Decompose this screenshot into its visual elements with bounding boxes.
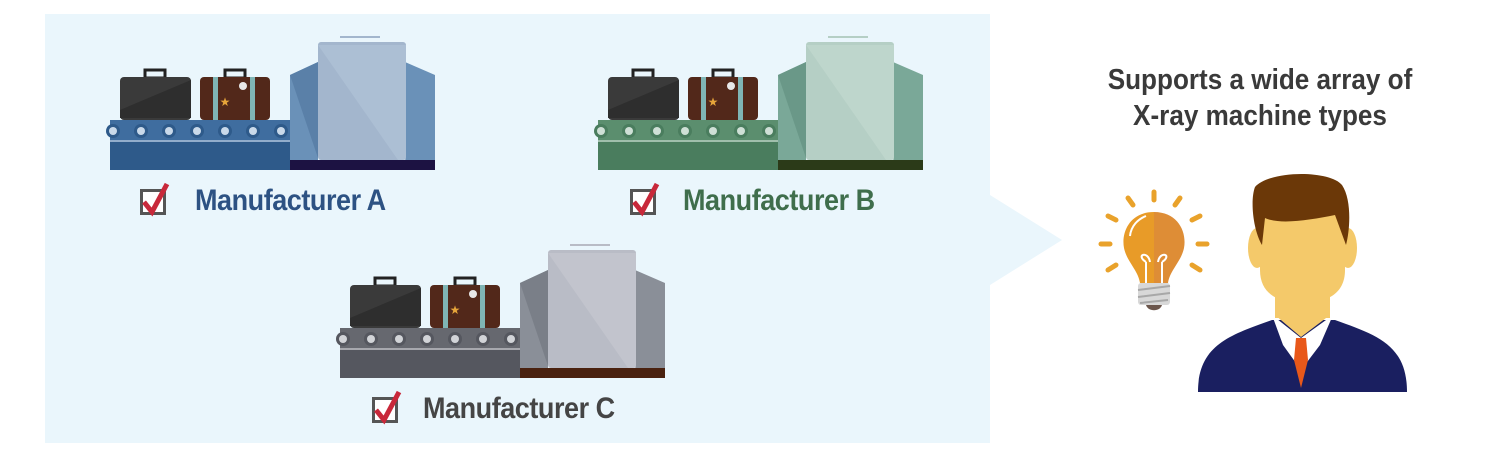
machine-highlight bbox=[806, 45, 894, 160]
roller bbox=[193, 127, 201, 135]
roller bbox=[709, 127, 717, 135]
machine-base bbox=[778, 160, 923, 170]
star-icon: ★ bbox=[450, 303, 461, 317]
suitcase-strap bbox=[701, 77, 706, 120]
suitcase-body bbox=[200, 77, 270, 120]
suitcase-strap bbox=[443, 285, 448, 328]
machine-side-shade bbox=[290, 62, 318, 158]
roller bbox=[625, 127, 633, 135]
roller bbox=[221, 127, 229, 135]
suitcase-icon bbox=[350, 276, 421, 328]
suitcase-icon bbox=[120, 68, 191, 120]
machine-side-shade bbox=[778, 62, 806, 158]
roller bbox=[451, 335, 459, 343]
machine-highlight bbox=[318, 45, 406, 160]
checkbox-checked-icon[interactable] bbox=[630, 182, 660, 217]
machine-side-shade bbox=[520, 270, 548, 366]
roller bbox=[339, 335, 347, 343]
xray-machine-icon: ★ bbox=[106, 36, 435, 170]
headline-line-1: Supports a wide array of bbox=[1107, 64, 1413, 96]
headline: Supports a wide array of X-ray machine t… bbox=[1080, 62, 1440, 134]
suitcase-icon: ★ bbox=[200, 68, 270, 120]
suitcase-icon bbox=[608, 68, 679, 120]
roller bbox=[765, 127, 773, 135]
roller bbox=[395, 335, 403, 343]
roller bbox=[653, 127, 661, 135]
roller bbox=[737, 127, 745, 135]
headline-line-2: X-ray machine types bbox=[1133, 100, 1387, 132]
machine-base bbox=[520, 368, 665, 378]
businessman-icon bbox=[1198, 173, 1407, 392]
xray-machine-icon: ★ bbox=[594, 36, 923, 170]
machine-side bbox=[635, 270, 665, 378]
suitcase-icon: ★ bbox=[430, 276, 500, 328]
roller bbox=[681, 127, 689, 135]
roller bbox=[597, 127, 605, 135]
suitcase-strap bbox=[213, 77, 218, 120]
lightbulb-icon bbox=[1098, 189, 1210, 311]
roller bbox=[479, 335, 487, 343]
roller bbox=[507, 335, 515, 343]
suitcase-sticker bbox=[727, 82, 735, 90]
roller bbox=[367, 335, 375, 343]
suitcase-body bbox=[430, 285, 500, 328]
xray-machine-icon: ★ bbox=[336, 244, 665, 378]
suitcase-icon: ★ bbox=[688, 68, 758, 120]
roller bbox=[249, 127, 257, 135]
conveyor-line bbox=[110, 140, 292, 142]
star-icon: ★ bbox=[708, 95, 719, 109]
roller bbox=[277, 127, 285, 135]
roller bbox=[423, 335, 431, 343]
machine-base bbox=[290, 160, 435, 170]
star-icon: ★ bbox=[220, 95, 231, 109]
suitcase-sticker bbox=[239, 82, 247, 90]
conveyor-line bbox=[340, 348, 522, 350]
roller bbox=[165, 127, 173, 135]
machine-side bbox=[893, 62, 923, 170]
checkbox-checked-icon[interactable] bbox=[140, 182, 170, 217]
machine-side bbox=[405, 62, 435, 170]
roller bbox=[137, 127, 145, 135]
suitcase-shade bbox=[608, 80, 679, 118]
machine-vent bbox=[570, 244, 610, 246]
machine-vent bbox=[828, 36, 868, 38]
manufacturer-b-label: Manufacturer B bbox=[683, 184, 875, 217]
suitcase-body bbox=[688, 77, 758, 120]
machine-highlight bbox=[548, 253, 636, 368]
suitcase-shade bbox=[120, 80, 191, 118]
suitcase-strap bbox=[250, 77, 255, 120]
manufacturer-a-label: Manufacturer A bbox=[195, 184, 386, 217]
conveyor-line bbox=[598, 140, 780, 142]
machine-vent bbox=[340, 36, 380, 38]
checkbox-checked-icon[interactable] bbox=[372, 390, 402, 425]
suitcase-strap bbox=[480, 285, 485, 328]
suitcase-sticker bbox=[469, 290, 477, 298]
suitcase-shade bbox=[350, 288, 421, 326]
roller bbox=[109, 127, 117, 135]
suitcase-strap bbox=[738, 77, 743, 120]
manufacturer-c-label: Manufacturer C bbox=[423, 392, 615, 425]
